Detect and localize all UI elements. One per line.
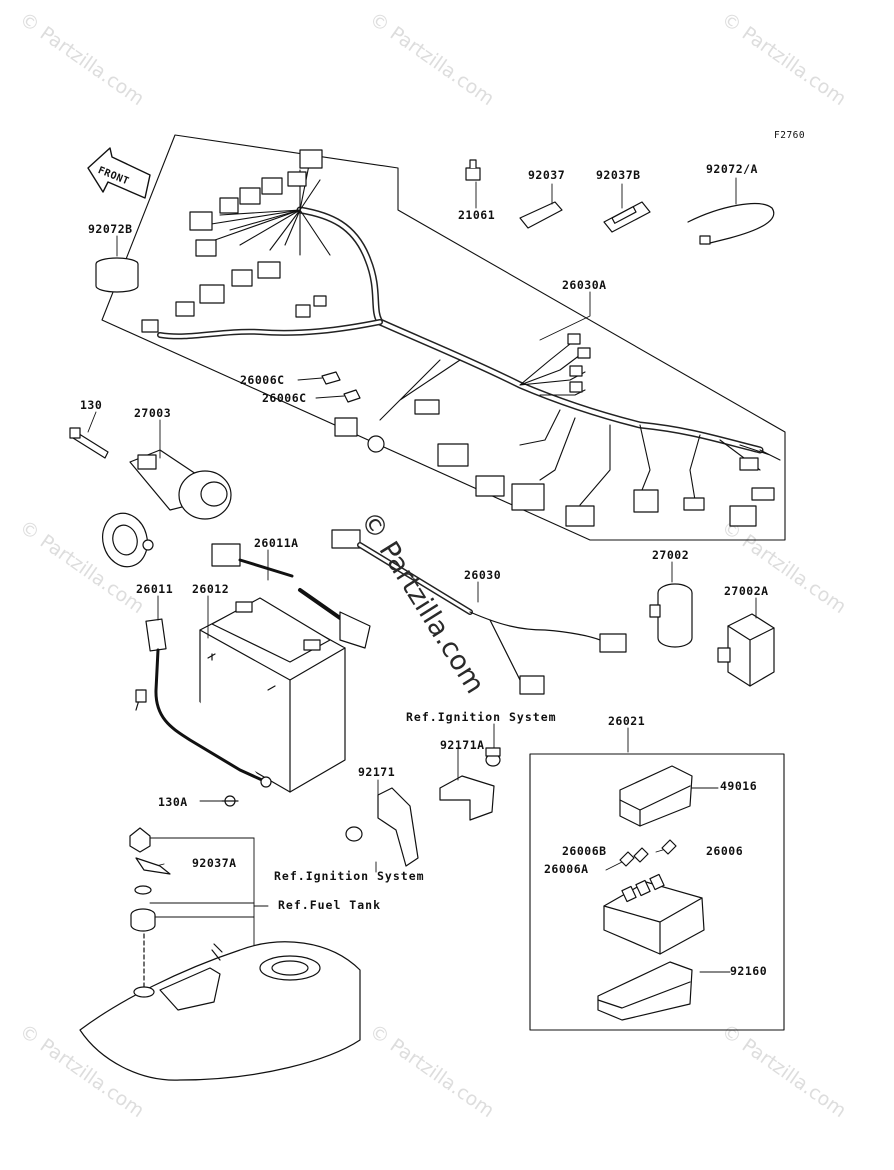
part-label-26006c[interactable]: 26006C — [240, 373, 285, 387]
band-92072b — [95, 257, 139, 293]
part-label-26011a[interactable]: 26011A — [254, 536, 299, 550]
ref-ignition-system[interactable]: Ref.Ignition System — [274, 869, 425, 883]
part-label-92037a[interactable]: 92037A — [192, 856, 237, 870]
part-label-26021[interactable]: 26021 — [608, 714, 646, 728]
part-label-49016[interactable]: 49016 — [720, 779, 758, 793]
part-label-92072b[interactable]: 92072B — [88, 222, 133, 236]
connector — [334, 333, 775, 527]
part-label-26006a[interactable]: 26006A — [544, 862, 589, 876]
part-label-26006b[interactable]: 26006B — [562, 844, 607, 858]
bolt-130a — [221, 795, 239, 807]
ref-fuel-tank[interactable]: Ref.Fuel Tank — [278, 898, 382, 912]
ref-ignition-system[interactable]: Ref.Ignition System — [406, 710, 557, 724]
part-label-26030a[interactable]: 26030A — [562, 278, 607, 292]
fuse-box-group — [529, 753, 785, 1031]
cable-26011a — [211, 543, 371, 649]
front-arrow-icon — [87, 147, 151, 199]
part-label-27003[interactable]: 27003 — [134, 406, 172, 420]
harness-panel — [101, 134, 786, 541]
strap-92037 — [519, 201, 563, 229]
part-label-26030[interactable]: 26030 — [464, 568, 502, 582]
fuse — [321, 371, 361, 403]
fuel-tank-mount — [79, 827, 361, 1081]
connector — [141, 149, 327, 333]
part-label-92072a[interactable]: 92072/A — [706, 162, 758, 176]
part-label-92037[interactable]: 92037 — [528, 168, 566, 182]
part-label-130a[interactable]: 130A — [158, 795, 188, 809]
part-label-27002a[interactable]: 27002A — [724, 584, 769, 598]
diagram-code: F2760 — [774, 130, 806, 141]
bolt-130 — [69, 427, 109, 459]
battery-26012 — [199, 597, 346, 793]
bracket-92171a — [439, 747, 501, 821]
leader-lines — [87, 177, 757, 973]
part-label-26006c[interactable]: 26006C — [262, 391, 307, 405]
part-label-92171a[interactable]: 92171A — [440, 738, 485, 752]
harness-26030a — [157, 159, 781, 506]
cable-tie-92072a — [687, 202, 775, 245]
part-label-21061[interactable]: 21061 — [458, 208, 496, 222]
relay-27002a — [717, 613, 775, 687]
harness-26030 — [331, 529, 627, 695]
part-label-130[interactable]: 130 — [80, 398, 103, 412]
part-label-26011[interactable]: 26011 — [136, 582, 174, 596]
part-label-92160[interactable]: 92160 — [730, 964, 768, 978]
strap-92037b — [603, 201, 651, 233]
part-label-27002[interactable]: 27002 — [652, 548, 690, 562]
part-21061-drawing — [465, 159, 481, 181]
horn-27003 — [102, 449, 232, 568]
relay-27002 — [649, 583, 693, 648]
fuse-box-26021 — [597, 765, 705, 1021]
part-label-92171[interactable]: 92171 — [358, 765, 396, 779]
part-label-92037b[interactable]: 92037B — [596, 168, 641, 182]
cable-26011 — [135, 618, 272, 788]
part-label-26012[interactable]: 26012 — [192, 582, 230, 596]
part-label-26006[interactable]: 26006 — [706, 844, 744, 858]
bracket-92171 — [345, 787, 419, 867]
